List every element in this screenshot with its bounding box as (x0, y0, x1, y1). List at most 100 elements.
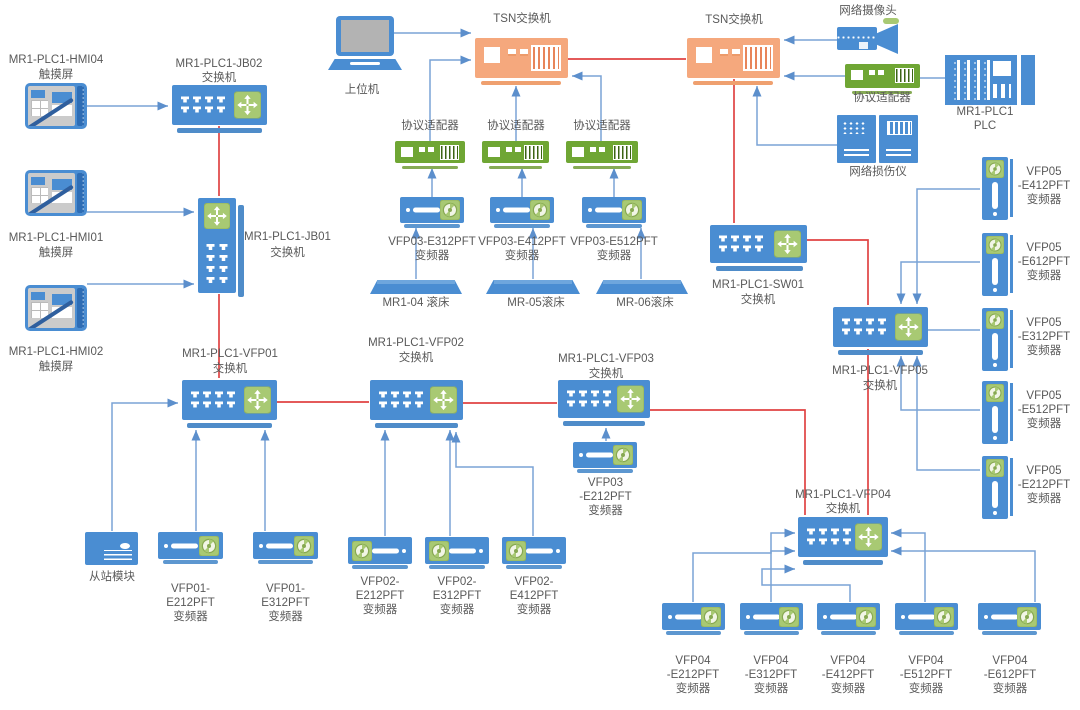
label-adapter2: 协议适配器 (487, 120, 545, 132)
fan-icon (622, 200, 642, 220)
drive-vfp03-e412 (490, 197, 554, 228)
drive-vfp04-e212 (662, 603, 725, 635)
hmi-screen (28, 288, 75, 328)
label-vfp02e212-3: 变频器 (362, 604, 398, 616)
drive-vfp05-e512 (982, 381, 1008, 444)
drive-vfp02-e412 (502, 537, 566, 569)
adapter-shadow (402, 166, 458, 169)
switch-shadow (563, 421, 645, 426)
label-vfp03e312-1: VFP03-E312PFT (388, 236, 476, 248)
switch-shadow (187, 423, 272, 428)
label-plc-type: PLC (973, 120, 997, 132)
drive-vfp03-e312 (400, 197, 464, 228)
drive-vfp03-e212 (573, 442, 637, 473)
label-vfp04e612-1: VFP04 (992, 655, 1028, 667)
label-vfp05e212-3: 变频器 (1026, 493, 1062, 505)
router-icon (244, 387, 271, 414)
switch-vfp01 (182, 380, 277, 420)
switch-vfp02 (370, 380, 463, 420)
plc-side-module (1021, 55, 1035, 105)
hmi01-touch-panel (25, 170, 87, 216)
hmi-side-buttons (77, 86, 84, 126)
switch-jb02 (172, 85, 267, 125)
label-vfp05e212-1: VFP05 (1026, 465, 1062, 477)
ethernet-ports-icon (181, 96, 225, 114)
drive-vfp03-e512 (582, 197, 646, 228)
switch-shadow (375, 423, 458, 428)
switch-vfp04 (798, 517, 888, 557)
hmi-side-buttons (77, 288, 84, 328)
switch-vfp03 (558, 380, 650, 418)
label-vfp02e412-3: 变频器 (516, 604, 552, 616)
fan-icon (779, 607, 799, 627)
label-vfp05e412-1: VFP05 (1026, 166, 1062, 178)
ethernet-ports-icon (379, 391, 423, 409)
label-adapter3: 协议适配器 (573, 120, 631, 132)
label-vfp05sw-type: 交换机 (862, 380, 898, 392)
hmi-side-buttons (77, 173, 84, 213)
switch-shadow (838, 350, 923, 355)
label-sw01-type: 交换机 (740, 294, 776, 306)
hmi02-touch-panel (25, 285, 87, 331)
label-vfp03sw-type: 交换机 (588, 368, 624, 380)
label-vfp04e312-3: 变频器 (753, 683, 789, 695)
label-vfp03e412-2: 变频器 (504, 250, 540, 262)
port-grill-icon (887, 121, 912, 135)
tsn-switch-1 (475, 38, 568, 78)
label-vfp05e512-3: 变频器 (1026, 418, 1062, 430)
drive-vfp04-e312 (740, 603, 803, 635)
fan-icon (294, 536, 314, 556)
switch-shadow (803, 560, 883, 565)
label-vfp04e512-2: -E512PFT (899, 669, 953, 681)
fan-icon (530, 200, 550, 220)
protocol-adapter-plc (845, 64, 920, 88)
impairment-unit-right (879, 115, 918, 163)
label-jb02-name: MR1-PLC1-JB02 (175, 58, 263, 70)
label-bed2: MR-05滚床 (507, 297, 565, 309)
fan-icon (506, 541, 526, 561)
label-vfp03e212-2: -E212PFT (579, 491, 632, 503)
adapter-shadow (489, 166, 542, 169)
dot-grid-icon (842, 121, 866, 134)
camera-light-icon (883, 18, 899, 24)
ethernet-ports-icon (807, 528, 851, 546)
fan-icon (986, 160, 1004, 178)
roller-bed-2 (486, 280, 580, 294)
impairment-unit-left (837, 115, 876, 163)
drive-vfp01-e212 (158, 532, 223, 564)
ethernet-ports-icon (567, 390, 611, 408)
label-jb01-type: 交换机 (270, 247, 305, 259)
label-vfp05e412-3: 变频器 (1026, 194, 1062, 206)
label-vfp04e512-3: 变频器 (908, 683, 944, 695)
label-vfp04e312-2: -E312PFT (744, 669, 798, 681)
port-grill-icon (743, 45, 773, 71)
laptop-base (328, 59, 402, 70)
label-vfp03sw-name: MR1-PLC1-VFP03 (558, 353, 654, 365)
label-vfp01e312-3: 变频器 (268, 611, 303, 623)
label-adapter-top: 协议适配器 (853, 92, 911, 104)
label-vfp05e512-1: VFP05 (1026, 390, 1062, 402)
label-vfp01e312-2: E312PFT (261, 597, 310, 609)
label-tsn2: TSN交换机 (705, 14, 763, 26)
switch-shadow (238, 205, 244, 297)
label-host: 上位机 (344, 84, 380, 96)
label-vfp04e312-1: VFP04 (753, 655, 789, 667)
label-vfp02e212-1: VFP02- (360, 576, 400, 588)
label-vfp03e212-1: VFP03 (587, 477, 624, 489)
hmi-screen (28, 173, 75, 213)
label-vfp03e512-1: VFP03-E512PFT (570, 236, 658, 248)
label-vfp05e612-1: VFP05 (1026, 242, 1062, 254)
host-computer (328, 16, 402, 72)
label-vfp02e312-3: 变频器 (439, 604, 475, 616)
protocol-adapter-2 (482, 141, 549, 163)
drive-vfp02-e312 (425, 537, 489, 569)
label-jb01-name: MR1-PLC1-JB01 (244, 231, 331, 243)
label-vfp05e512-2: -E512PFT (1017, 404, 1071, 416)
adapter-shadow (852, 91, 912, 94)
switch-vfp05 (833, 307, 928, 347)
label-vfp04e412-2: -E412PFT (821, 669, 875, 681)
drive-vfp05-e412 (982, 157, 1008, 220)
fan-icon (613, 445, 633, 465)
label-hmi04-type: 触摸屏 (38, 69, 74, 81)
